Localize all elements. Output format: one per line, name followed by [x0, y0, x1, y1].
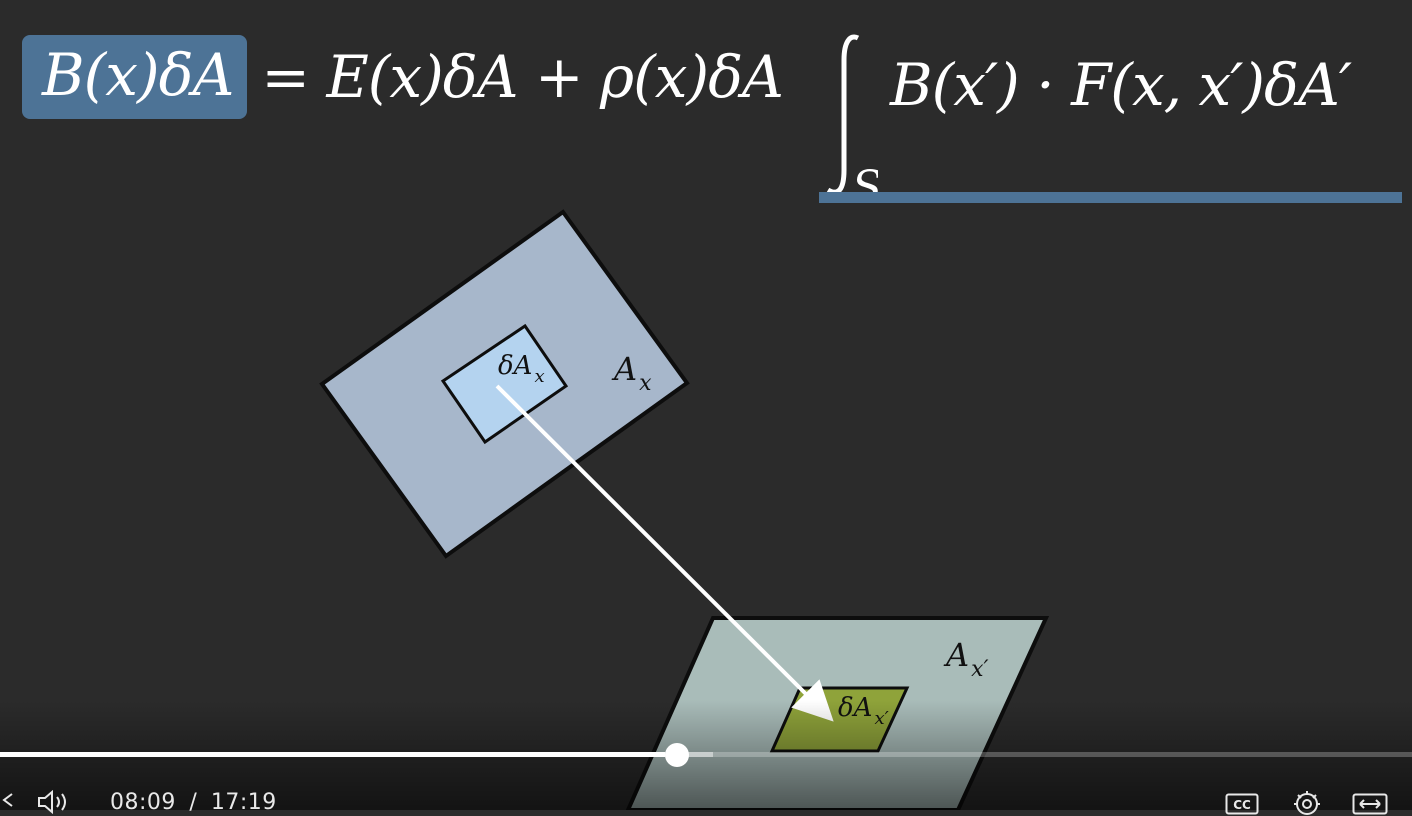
equation-integrand: B(x′) · F(x, x′)δA′ — [890, 51, 1352, 119]
played-bar — [0, 752, 666, 757]
scrubber-handle[interactable] — [665, 743, 690, 767]
progress-bar[interactable] — [0, 752, 1412, 757]
equation-rhs: = E(x)δA + ρ(x)δA — [261, 43, 783, 111]
arrow-between-patches — [495, 384, 834, 722]
prev-icon[interactable] — [0, 790, 14, 810]
captions-icon[interactable]: CC — [1225, 793, 1259, 815]
time-separator: / — [189, 790, 198, 815]
surface-x-prime-label: Ax′ — [943, 636, 989, 682]
time-display: 08:09 / 17:19 — [110, 790, 277, 815]
equation-lhs-highlight: B(x)δA — [22, 35, 248, 119]
theater-mode-icon[interactable] — [1352, 793, 1388, 815]
radiosity-equation: B(x)δA = E(x)δA + ρ(x)δA — [22, 22, 784, 132]
settings-icon[interactable] — [1289, 788, 1325, 816]
surface-x-label: Ax — [611, 350, 652, 396]
svg-text:CC: CC — [1233, 798, 1251, 812]
patch-x — [440, 323, 569, 445]
volume-icon[interactable] — [36, 790, 72, 814]
integral-underline — [819, 192, 1402, 203]
current-time: 08:09 — [110, 790, 176, 815]
duration: 17:19 — [210, 790, 277, 815]
